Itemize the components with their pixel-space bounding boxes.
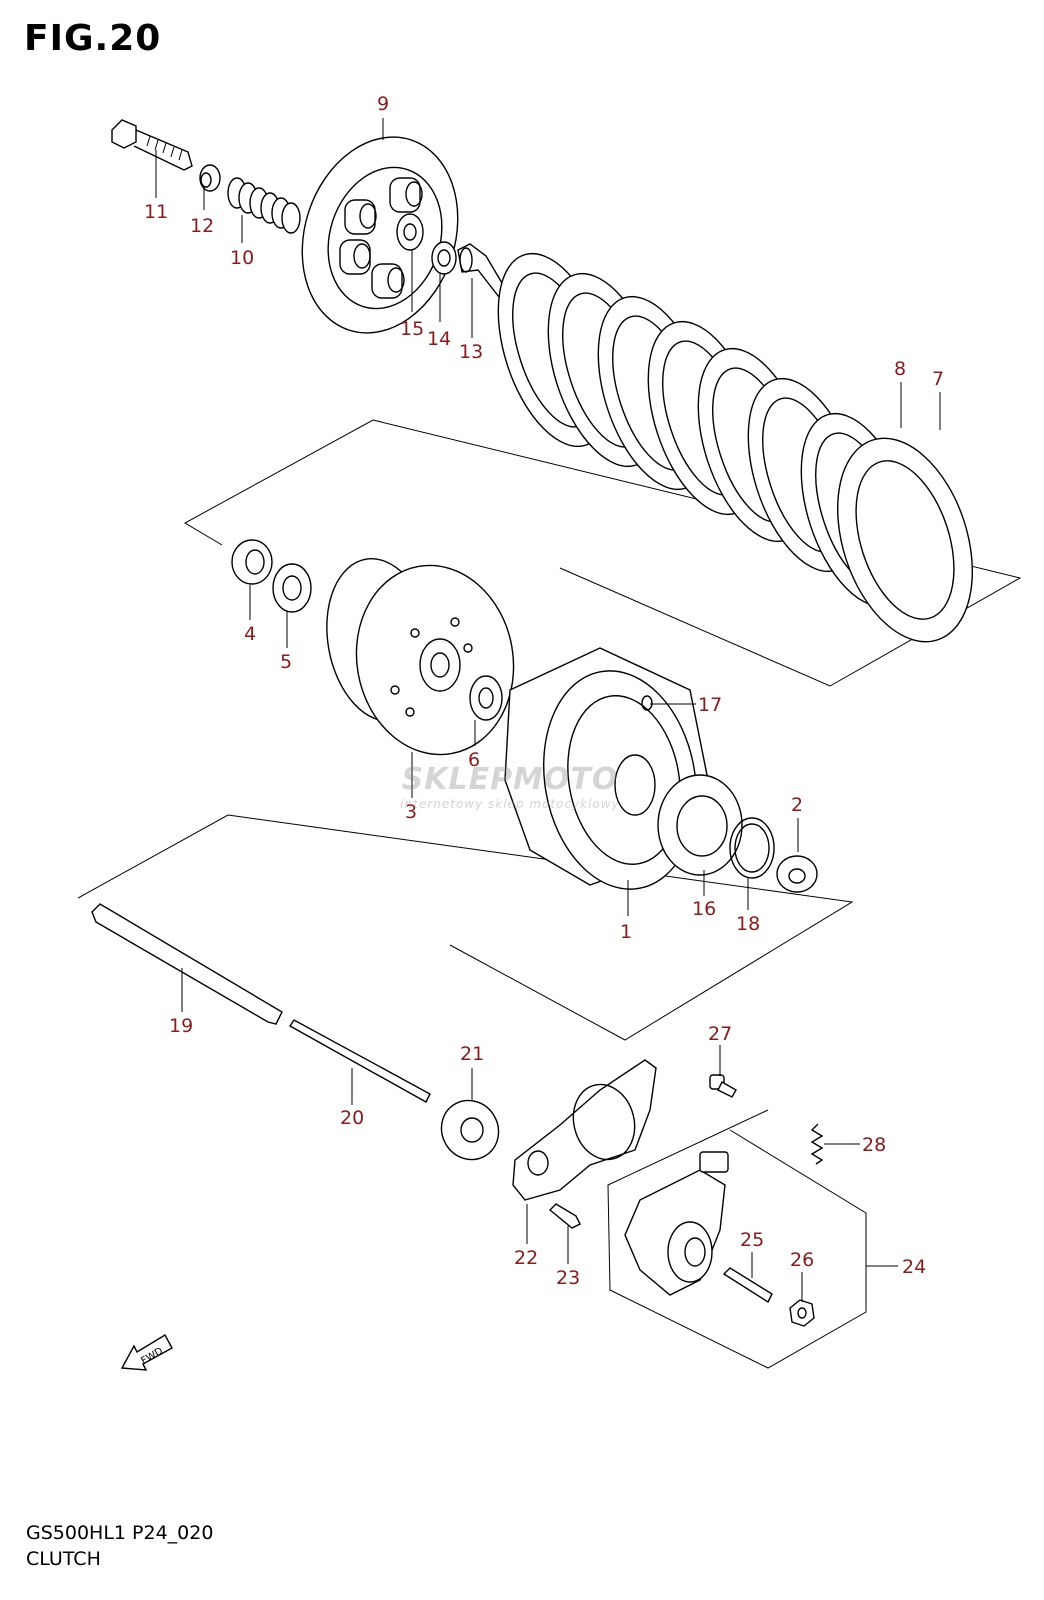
part-24-switch-assembly: [624, 1151, 729, 1296]
callout-26: 26: [790, 1249, 814, 1271]
callout-15: 15: [400, 318, 424, 340]
callout-labels: 1 2 3 4 5 6 7 8 9 10 11 12 13 14 15 16 1…: [144, 93, 944, 1289]
callout-10: 10: [230, 247, 254, 269]
callout-16: 16: [692, 898, 716, 920]
callout-24: 24: [902, 1256, 926, 1278]
part-26-nut: [789, 1299, 815, 1327]
callout-13: 13: [459, 341, 483, 363]
callout-19: 19: [169, 1015, 193, 1037]
part-20-push-rod: [288, 1019, 431, 1103]
callout-7: 7: [932, 368, 944, 390]
part-4-nut: [231, 539, 273, 585]
part-7-8-clutch-plate-stack: [497, 252, 974, 643]
part-21-oil-seal: [440, 1099, 500, 1161]
part-25-stud: [722, 1267, 773, 1304]
part-11-bolt: [111, 119, 193, 171]
callout-12: 12: [190, 215, 214, 237]
callout-2: 2: [791, 794, 803, 816]
part-6-washer: [469, 675, 503, 721]
leader-lines: [155, 118, 941, 1302]
group-outline-lower: [77, 814, 854, 1041]
part-18-circlip: [729, 817, 775, 879]
part-10-spring: [227, 177, 301, 234]
part-23-bolt: [548, 1203, 581, 1229]
callout-21: 21: [460, 1043, 484, 1065]
part-27-bolt: [709, 1074, 737, 1098]
part-28-spring: [810, 1123, 824, 1165]
callout-3: 3: [405, 801, 417, 823]
section-name: CLUTCH: [26, 1548, 101, 1570]
callout-4: 4: [244, 623, 256, 645]
callout-23: 23: [556, 1267, 580, 1289]
part-3-sleeve-hub: [326, 558, 515, 756]
callout-9: 9: [377, 93, 389, 115]
part-16-spacer: [657, 774, 743, 876]
part-5-lock-washer: [272, 563, 312, 613]
callout-18: 18: [736, 913, 760, 935]
callout-17: 17: [698, 694, 722, 716]
part-2-thrust-washer: [776, 855, 818, 893]
part-14-bearing: [431, 241, 457, 275]
fwd-arrow: FWD: [120, 1334, 173, 1371]
callout-14: 14: [427, 328, 451, 350]
callout-8: 8: [894, 358, 906, 380]
figure-title: FIG.20: [24, 18, 162, 59]
model-code: GS500HL1 P24_020: [26, 1522, 214, 1544]
callout-22: 22: [514, 1247, 538, 1269]
callout-27: 27: [708, 1023, 732, 1045]
part-15-washer: [396, 213, 424, 251]
part-22-gasket: [512, 1059, 657, 1201]
part-12-collar: [199, 164, 221, 192]
callout-11: 11: [144, 201, 168, 223]
callout-20: 20: [340, 1107, 364, 1129]
group-outline-switch: [607, 1109, 867, 1369]
callout-6: 6: [468, 749, 480, 771]
part-19-push-rod: [91, 903, 283, 1025]
callout-25: 25: [740, 1229, 764, 1251]
callout-5: 5: [280, 651, 292, 673]
part-9-pressure-plate: [301, 136, 459, 334]
callout-1: 1: [620, 921, 632, 943]
callout-28: 28: [862, 1134, 886, 1156]
